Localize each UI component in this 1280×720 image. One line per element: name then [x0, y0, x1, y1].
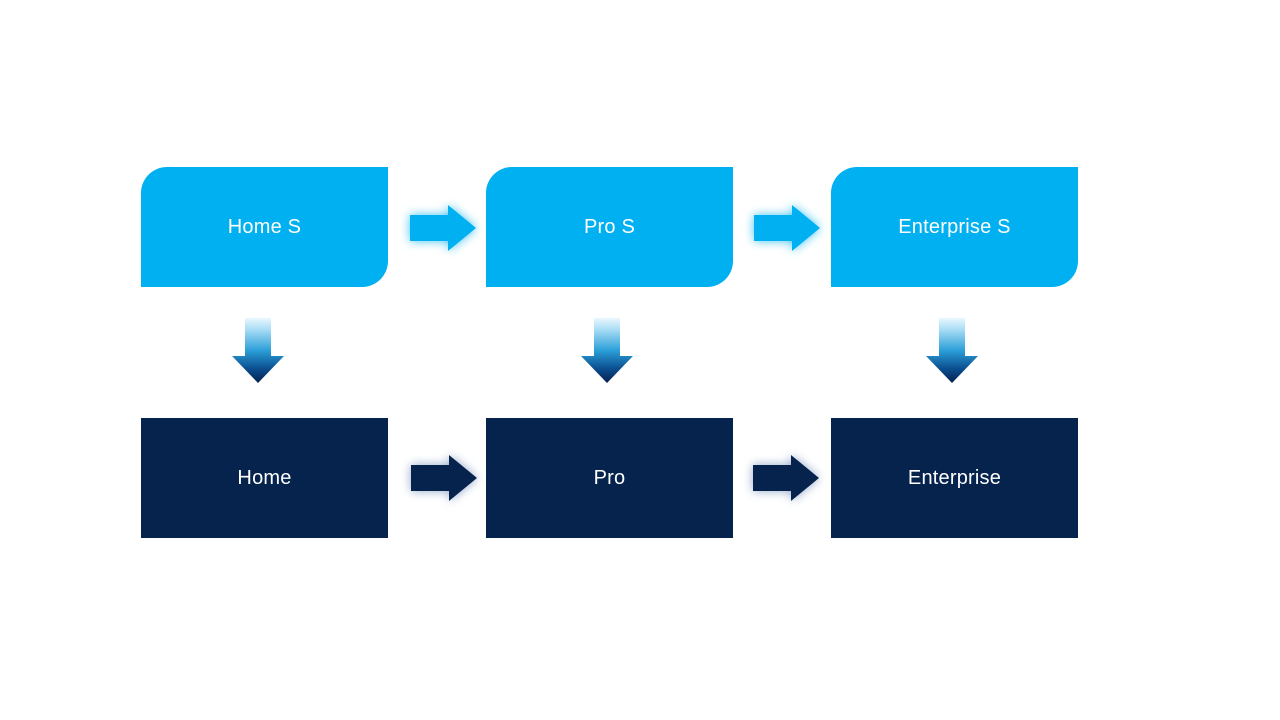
arrow-right-icon-home-to-pro — [411, 455, 477, 501]
arrow-right-icon-pro-s-to-enterprise-s — [754, 205, 820, 251]
node-pro-label: Pro — [593, 466, 626, 489]
node-enterprise-label: Enterprise — [907, 466, 1002, 489]
node-enterprise-s: Enterprise S — [831, 167, 1078, 287]
arrow-down-icon-pro-s-to-pro — [581, 318, 633, 383]
node-home-s-label: Home S — [227, 215, 302, 238]
node-home: Home — [141, 418, 388, 538]
arrow-down-icon-enterprise-s-to-enterprise — [926, 318, 978, 383]
node-enterprise-s-label: Enterprise S — [898, 215, 1011, 238]
node-home-label: Home — [237, 466, 292, 489]
arrow-right-icon-pro-to-enterprise — [753, 455, 819, 501]
node-enterprise: Enterprise — [831, 418, 1078, 538]
arrow-down-icon-home-s-to-home — [232, 318, 284, 383]
node-pro: Pro — [486, 418, 733, 538]
arrow-right-icon-home-s-to-pro-s — [410, 205, 476, 251]
node-pro-s-label: Pro S — [583, 215, 636, 238]
node-pro-s: Pro S — [486, 167, 733, 287]
node-home-s: Home S — [141, 167, 388, 287]
